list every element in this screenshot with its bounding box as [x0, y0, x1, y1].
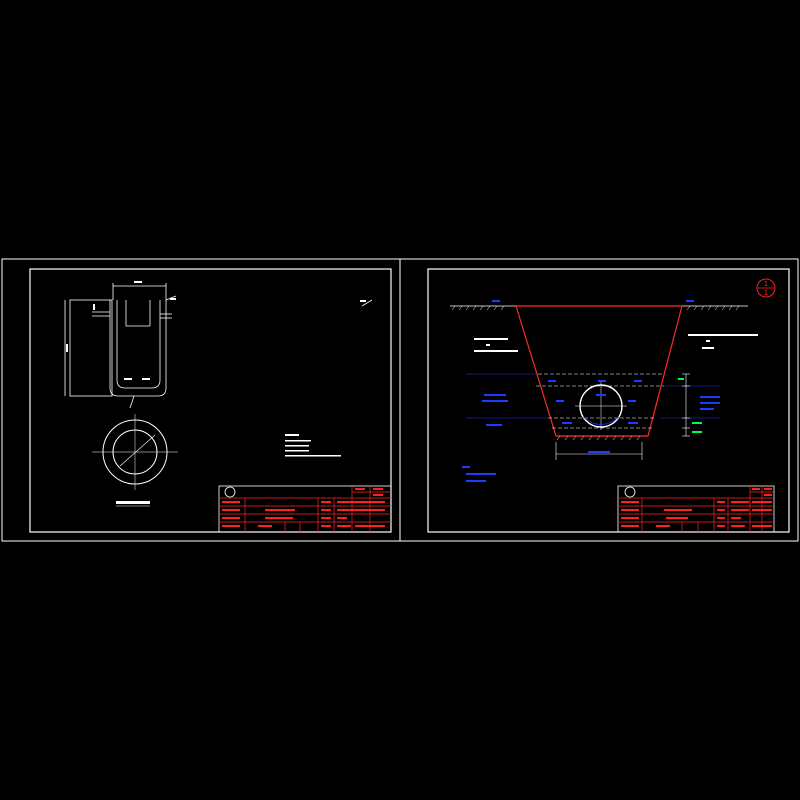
section-marker-circle: [756, 278, 776, 298]
well-backfill-outline: [69, 299, 113, 397]
dim-label-note: [360, 300, 366, 302]
well-plan-radius-dim: [119, 434, 156, 467]
ground-surface: [450, 305, 748, 311]
well-leader-2: [129, 395, 135, 409]
section-mark-bottom: 1: [764, 289, 768, 297]
well-elevation: [64, 283, 373, 409]
well-leader-3: [361, 299, 373, 307]
title-block-grid: [219, 486, 391, 532]
well-dimension-labels: [66, 281, 366, 380]
right-inner-frame: [427, 268, 790, 533]
well-plan-caption-bar: [116, 501, 150, 504]
title-block-logo-icon: [224, 486, 236, 498]
notes-line-4: [285, 455, 341, 457]
right-dim: [682, 373, 690, 437]
right-notes: [462, 466, 496, 482]
title-block-frame: [218, 485, 392, 533]
notes-line-2: [285, 445, 309, 447]
left-notes: [285, 434, 341, 457]
notes-line-3: [285, 450, 309, 452]
dim-label-bottom-2: [142, 378, 150, 380]
dim-label-top: [134, 281, 142, 283]
right-dim-labels: [678, 378, 720, 433]
right-sheet: 1 1: [427, 268, 790, 533]
title-block-text: [222, 488, 385, 527]
left-layer-labels: [482, 394, 508, 426]
pipe-bedding-arc: [582, 416, 620, 425]
left-sheet: [29, 268, 392, 533]
ground-labels: [492, 300, 694, 302]
title-block-frame: [617, 485, 775, 533]
left-title-block: [218, 485, 392, 533]
layer-lines: [536, 373, 664, 429]
dim-label-bottom-1: [124, 378, 132, 380]
well-body-outline: [109, 300, 167, 397]
dim-label-left: [66, 344, 68, 352]
well-inner-outline: [116, 300, 161, 389]
pipe-labels: [548, 380, 642, 424]
title-block-text: [621, 488, 772, 527]
right-title-block: [617, 485, 775, 533]
title-block-grid: [618, 486, 774, 532]
trench-bottom-hatch: [556, 435, 641, 441]
dim-label-side: [93, 304, 95, 310]
left-inner-frame: [29, 268, 392, 533]
notes-heading: [285, 434, 299, 436]
section-mark-top: 1: [764, 280, 768, 288]
bottom-width-label: [588, 451, 610, 453]
left-annotations: [474, 338, 518, 352]
section-marker: 1 1: [756, 278, 776, 298]
title-block-logo-icon: [624, 486, 636, 498]
right-annotations: [688, 334, 758, 349]
well-plan: [92, 414, 178, 490]
trench-outline: [515, 305, 683, 437]
notes-line-1: [285, 440, 311, 442]
bottom-width-dim: [555, 442, 643, 460]
ground-hatch-right: [686, 305, 740, 311]
ground-hatch-left: [451, 305, 505, 311]
pipe-section: [575, 382, 627, 430]
dim-label-right: [170, 298, 176, 300]
